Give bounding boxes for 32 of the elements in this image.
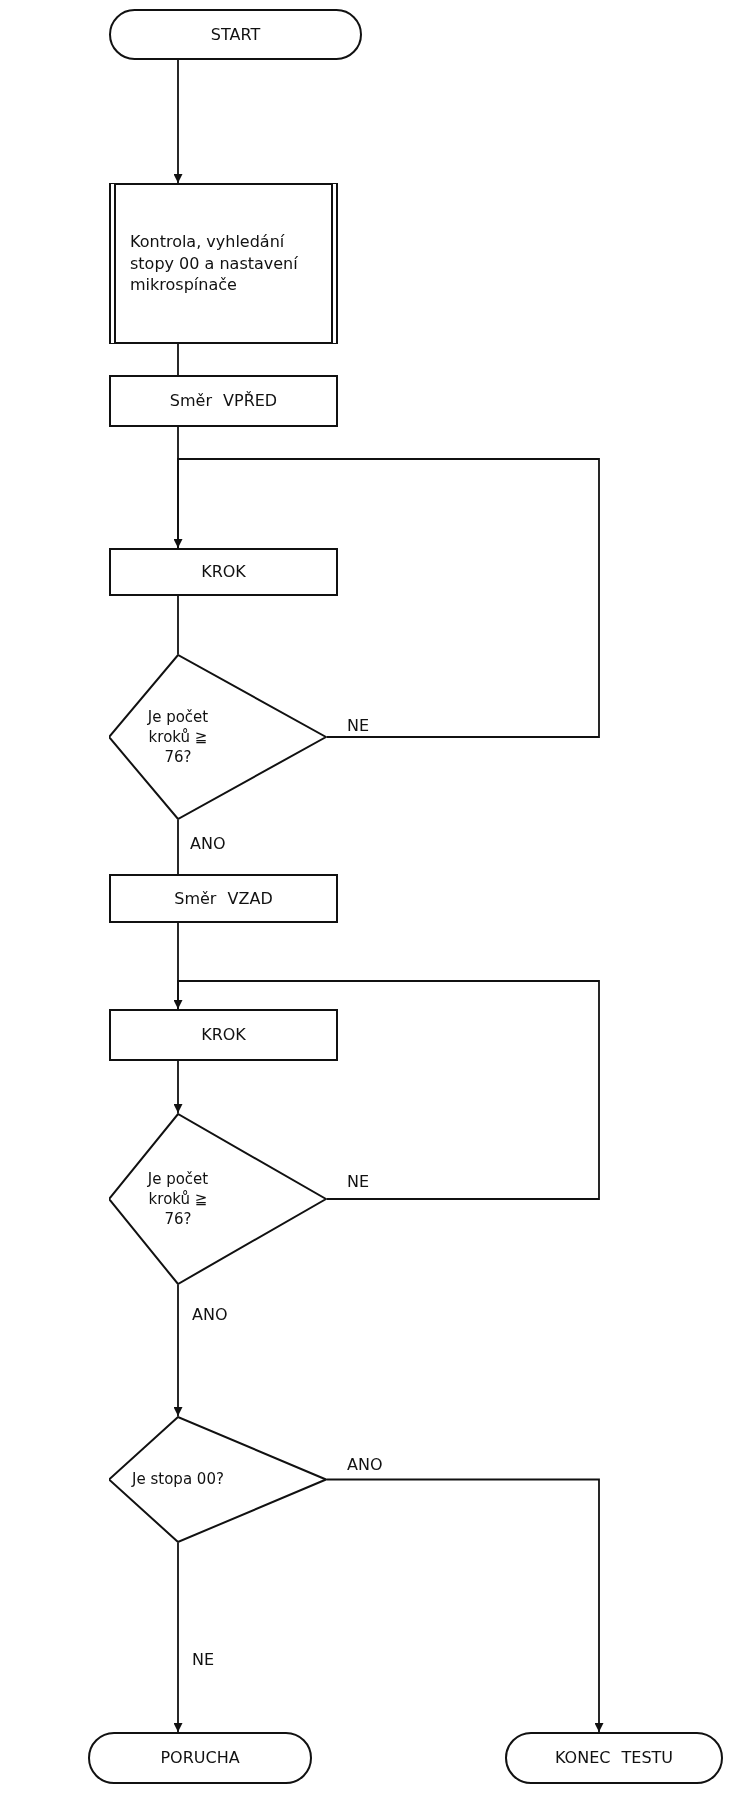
node-label: Je stopa 00?	[130, 1469, 225, 1490]
node-label: START	[210, 23, 261, 46]
node-label: KONEC TESTU	[554, 1747, 674, 1769]
node-label: Je počet kroků ≧ 76?	[146, 1168, 210, 1230]
process-box	[109, 874, 338, 923]
arrow	[173, 458, 600, 738]
decision-diamond	[109, 1416, 327, 1543]
process-box	[109, 548, 338, 596]
arrow	[326, 1478, 604, 1733]
node-label: PORUCHA	[160, 1747, 240, 1769]
arrow	[173, 980, 600, 1200]
node-label: Směr VPŘED	[169, 390, 278, 412]
arrow	[173, 59, 183, 184]
process-box	[109, 375, 338, 427]
arrow	[173, 1284, 183, 1417]
terminal-box	[109, 9, 362, 60]
predefined-process-box	[109, 183, 338, 344]
terminal-box	[88, 1732, 312, 1784]
node-label: KROK	[201, 561, 246, 583]
node-label: Je počet kroků ≧ 76?	[146, 706, 210, 768]
terminal-box	[505, 1732, 723, 1784]
arrow	[173, 1542, 183, 1733]
connector-line	[177, 819, 179, 875]
node-label: KROK	[201, 1024, 246, 1046]
connector-line	[177, 595, 179, 655]
node-label: Směr VZAD	[174, 887, 273, 910]
node-label: Kontrola, vyhledání stopy 00 a nastavení mikrospínače	[130, 231, 299, 296]
process-box	[109, 1009, 338, 1061]
arrow	[173, 1060, 183, 1114]
decision-diamond	[109, 1113, 327, 1285]
connector-line	[177, 343, 179, 376]
decision-diamond	[109, 654, 327, 820]
